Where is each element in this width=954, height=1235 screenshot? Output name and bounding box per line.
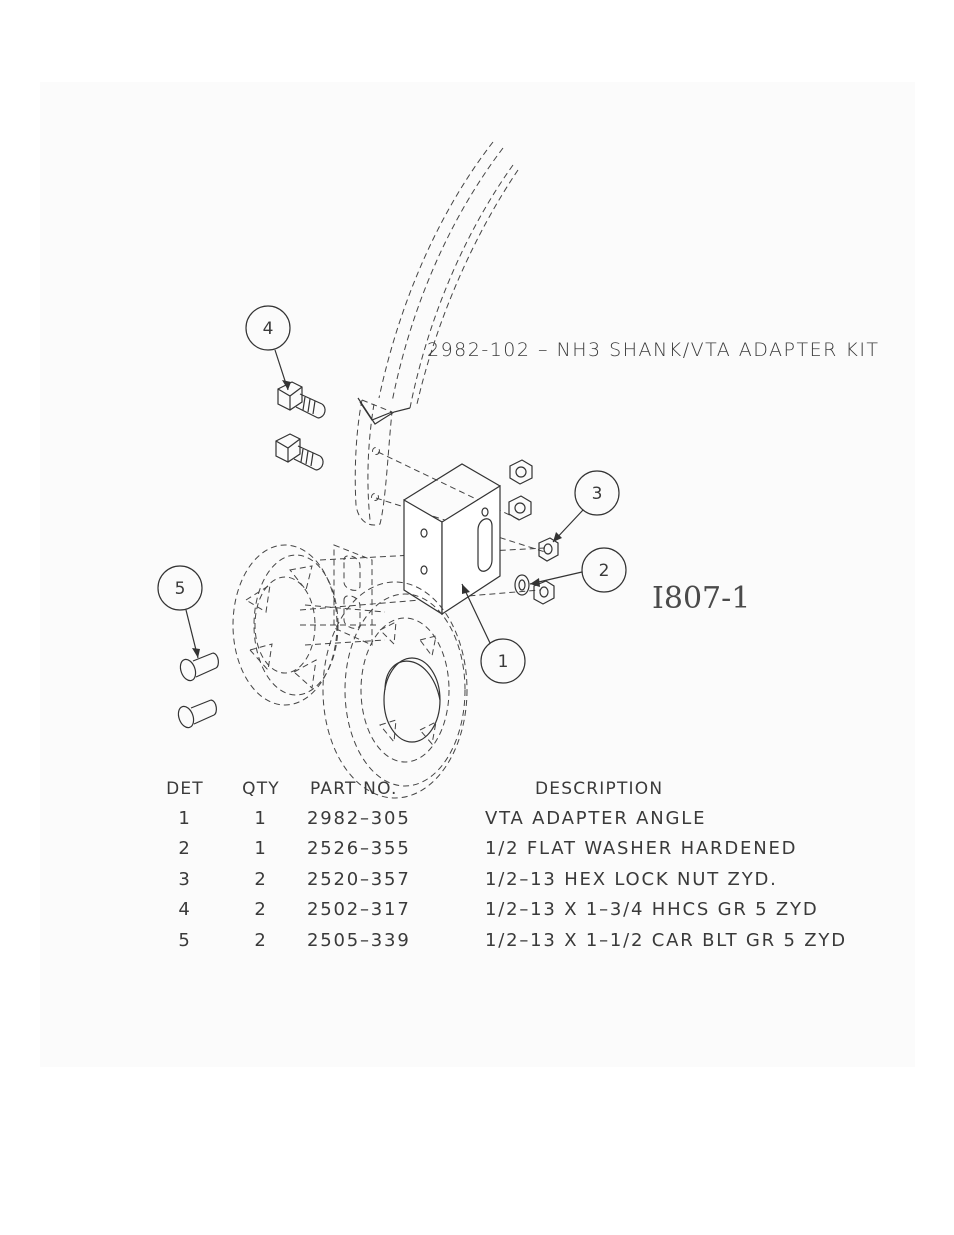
parts-table: DET QTY PART NO. DESCRIPTION 1 1 2982–30… (166, 779, 847, 951)
hex-bolt-lower (276, 434, 323, 470)
hex-lock-nut (539, 538, 558, 561)
header-qty: QTY (242, 779, 280, 799)
svg-text:2: 2 (254, 930, 267, 951)
figure-id: I807-1 (652, 581, 750, 616)
svg-text:1/2 FLAT WASHER HARDENED: 1/2 FLAT WASHER HARDENED (485, 838, 797, 859)
svg-text:VTA ADAPTER ANGLE: VTA ADAPTER ANGLE (485, 808, 706, 829)
svg-text:1/2–13 X 1–1/2 CAR BLT GR 5 ZY: 1/2–13 X 1–1/2 CAR BLT GR 5 ZYD (485, 930, 847, 951)
balloon-5: 5 (158, 566, 202, 658)
svg-text:2526–355: 2526–355 (307, 838, 411, 859)
vta-adapter-angle (404, 464, 500, 614)
table-header: DET QTY PART NO. DESCRIPTION (166, 779, 663, 799)
svg-text:4: 4 (263, 319, 274, 339)
svg-text:2505–339: 2505–339 (307, 930, 411, 951)
svg-text:3: 3 (592, 484, 603, 504)
svg-text:1/2–13 X 1–3/4 HHCS GR 5 ZYD: 1/2–13 X 1–3/4 HHCS GR 5 ZYD (485, 899, 819, 920)
kit-title: 2982-102 – NH3 SHANK/VTA ADAPTER KIT (427, 339, 880, 361)
header-det: DET (166, 779, 204, 799)
nh3-shank (355, 142, 518, 525)
balloon-2: 2 (530, 548, 626, 592)
svg-text:3: 3 (178, 869, 191, 890)
svg-text:2520–357: 2520–357 (307, 869, 411, 890)
table-row: 1 1 2982–305 VTA ADAPTER ANGLE (178, 808, 706, 829)
svg-text:1: 1 (498, 652, 509, 672)
table-row: 3 2 2520–357 1/2–13 HEX LOCK NUT ZYD. (178, 869, 777, 890)
balloon-1: 1 (462, 584, 525, 683)
header-description: DESCRIPTION (535, 779, 663, 799)
table-row: 5 2 2505–339 1/2–13 X 1–1/2 CAR BLT GR 5… (178, 930, 846, 951)
svg-text:2502–317: 2502–317 (307, 899, 411, 920)
svg-text:4: 4 (178, 899, 191, 920)
balloon-4: 4 (246, 306, 291, 390)
table-row: 4 2 2502–317 1/2–13 X 1–3/4 HHCS GR 5 ZY… (178, 899, 818, 920)
svg-text:5: 5 (175, 579, 186, 599)
svg-text:2: 2 (254, 869, 267, 890)
lock-nut-middle (509, 496, 531, 520)
hex-bolt-upper (278, 382, 325, 418)
carriage-bolt-lower (176, 700, 217, 730)
lock-nut-upper (510, 460, 532, 484)
table-row: 2 1 2526–355 1/2 FLAT WASHER HARDENED (178, 838, 797, 859)
svg-text:1: 1 (254, 838, 267, 859)
svg-text:2: 2 (254, 899, 267, 920)
svg-text:2982–305: 2982–305 (307, 808, 411, 829)
svg-text:5: 5 (178, 930, 191, 951)
svg-text:1/2–13 HEX LOCK NUT ZYD.: 1/2–13 HEX LOCK NUT ZYD. (485, 869, 778, 890)
svg-text:2: 2 (599, 561, 610, 581)
header-part-no: PART NO. (310, 779, 398, 799)
svg-text:2: 2 (178, 838, 191, 859)
svg-text:1: 1 (178, 808, 191, 829)
balloon-3: 3 (553, 471, 619, 542)
svg-text:1: 1 (254, 808, 267, 829)
